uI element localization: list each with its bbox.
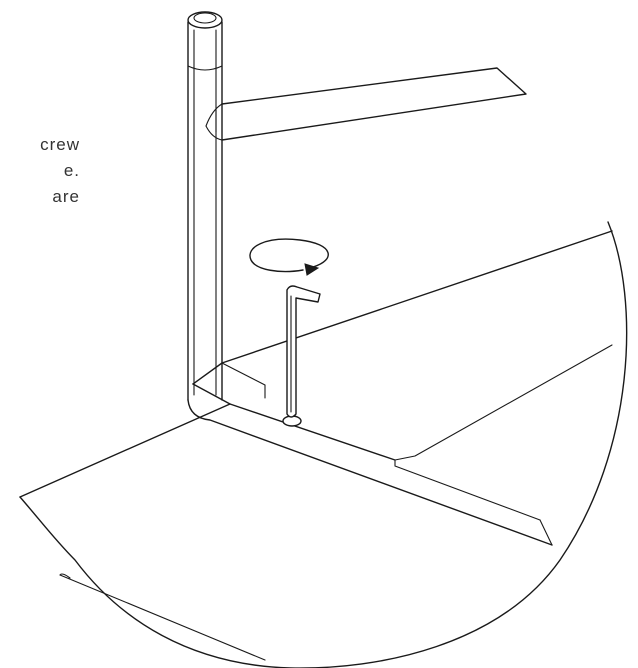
instruction-line-3: are: [52, 187, 80, 206]
upper-arm: [205, 67, 527, 141]
rotation-arrow-icon: [249, 238, 329, 276]
instruction-line-1: crew: [40, 135, 80, 154]
vertical-post: [187, 11, 223, 401]
detail-circle-arc: [19, 221, 628, 668]
table-panel: [19, 403, 266, 661]
instruction-line-2: e.: [63, 161, 80, 180]
instruction-text-fragment: crew e. are: [0, 132, 80, 210]
allen-key: [286, 285, 321, 418]
lower-rail: [187, 230, 613, 546]
